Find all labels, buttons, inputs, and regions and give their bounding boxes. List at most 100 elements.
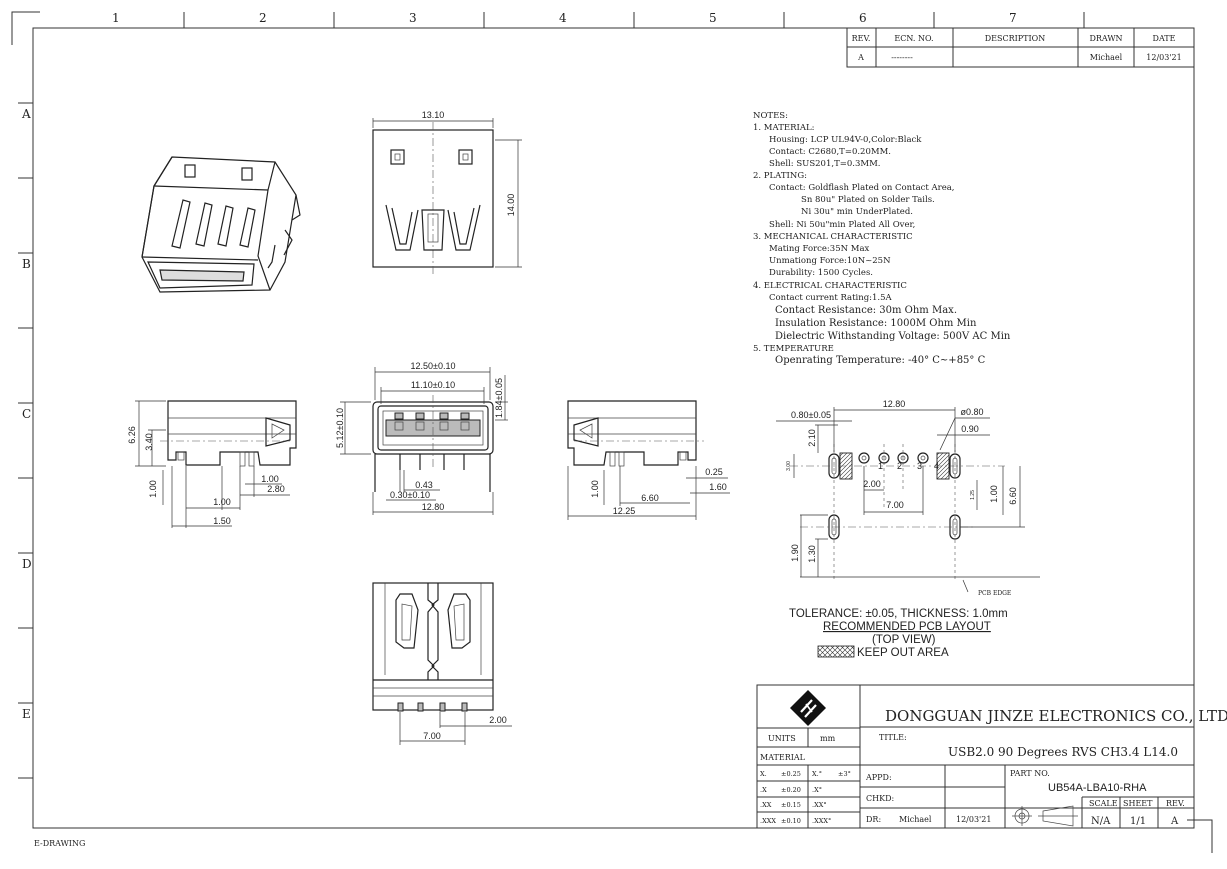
dim-top-height: 14.00 xyxy=(506,194,516,217)
dr-label: DR: xyxy=(866,815,881,824)
part-number: UB54A-LBA10-RHA xyxy=(1048,782,1147,794)
rev-header-ecn: ECN. NO. xyxy=(894,34,933,43)
note-line: 2. PLATING: xyxy=(753,171,807,181)
rev-value: A xyxy=(1170,816,1179,827)
dim-left-626: 6.26 xyxy=(127,426,137,444)
tol-cell: .XXX xyxy=(760,817,776,825)
dim-pcb-130: 1.30 xyxy=(807,545,817,563)
tol-cell: ±0.25 xyxy=(781,770,801,778)
dim-pcb-210: 2.10 xyxy=(807,429,817,447)
note-line: NOTES: xyxy=(753,111,788,121)
grid-row-labels: A B C D E xyxy=(21,107,32,721)
rev-label: REV. xyxy=(1166,799,1185,808)
pcb-tolerance-text: TOLERANCE: ±0.05, THICKNESS: 1.0mm xyxy=(789,608,1008,620)
units-value: mm xyxy=(820,734,836,743)
rev-header-date: DATE xyxy=(1153,34,1176,43)
dim-right-100: 1.00 xyxy=(590,480,600,498)
note-line: Contact Resistance: 30m Ohm Max. xyxy=(775,305,957,316)
pin-label: 2 xyxy=(897,461,902,471)
drawing-frame: 1 2 3 4 5 6 7 A B C D E E-DRAWING xyxy=(11,11,1213,853)
chkd-label: CHKD: xyxy=(866,794,894,803)
dim-front-w2: 11.10±0.10 xyxy=(411,380,455,390)
note-line: 5. TEMPERATURE xyxy=(753,344,834,354)
dim-right-660: 6.60 xyxy=(641,493,659,503)
pin-label: 1 xyxy=(878,461,883,471)
dim-pcb-200: 2.00 xyxy=(863,479,881,489)
footer-label: E-DRAWING xyxy=(34,839,85,848)
dim-pcb-190: 1.90 xyxy=(790,544,800,562)
company-name: DONGGUAN JINZE ELECTRONICS CO., LTD xyxy=(885,707,1227,725)
revision-table: REV. ECN. NO. DESCRIPTION DRAWN DATE A -… xyxy=(846,27,1195,68)
tol-cell: ±0.20 xyxy=(781,786,801,794)
tol-cell: X.° xyxy=(812,770,822,778)
grid-col-label: 3 xyxy=(409,11,417,25)
pcb-caption: TOLERANCE: ±0.05, THICKNESS: 1.0mm RECOM… xyxy=(789,608,1008,659)
dim-pcb-1280: 12.80 xyxy=(883,399,906,409)
units-label: UNITS xyxy=(768,734,796,743)
part-no-label: PART NO. xyxy=(1010,769,1050,778)
rev-header-drawn: DRAWN xyxy=(1089,34,1122,43)
scale-label: SCALE xyxy=(1089,799,1118,808)
note-line: Contact: C2680,T=0.20MM. xyxy=(769,147,891,157)
grid-col-label: 6 xyxy=(859,11,867,25)
tol-cell: .XX xyxy=(760,801,772,809)
keepout-swatch xyxy=(817,645,855,658)
note-line: Housing: LCP UL94V-0,Color:Black xyxy=(769,135,922,145)
sheet-label: SHEET xyxy=(1123,799,1153,808)
dim-front-030: 0.30±0.10 xyxy=(390,490,430,500)
bottom-view: 7.00 2.00 xyxy=(372,582,512,745)
note-line: Openrating Temperature: -40° C~+85° C xyxy=(775,355,986,366)
tol-cell: ±0.15 xyxy=(781,801,801,809)
grid-col-label: 1 xyxy=(112,11,120,25)
note-line: Ni 30u" min UnderPlated. xyxy=(801,207,913,217)
grid-column-labels: 1 2 3 4 5 6 7 xyxy=(112,11,1017,25)
tol-cell: ±3° xyxy=(838,770,851,778)
dim-front-left: 5.12±0.10 xyxy=(335,408,345,448)
tol-cell: .X° xyxy=(812,786,822,794)
grid-row-label: B xyxy=(22,257,31,271)
dr-date: 12/03'21 xyxy=(956,815,991,824)
dim-front-043: 0.43 xyxy=(415,480,433,490)
note-line: Durability: 1500 Cycles. xyxy=(769,268,873,278)
isometric-view xyxy=(141,156,301,293)
pcb-view-text: (TOP VIEW) xyxy=(872,634,936,646)
rev-cell-rev: A xyxy=(857,53,864,62)
dim-pcb-700: 7.00 xyxy=(886,500,904,510)
rev-cell-ecn: -------- xyxy=(891,53,913,62)
projection-symbol-icon xyxy=(1012,805,1078,827)
tol-cell: X. xyxy=(760,770,767,778)
note-line: Sn 80u" Plated on Solder Tails. xyxy=(801,195,935,205)
note-line: 1. MATERIAL: xyxy=(753,123,814,133)
dim-left-100a: 1.00 xyxy=(148,480,158,498)
dim-pcb-660: 6.60 xyxy=(1008,487,1018,505)
note-line: 3. MECHANICAL CHARACTERISTIC xyxy=(753,232,913,242)
dim-bottom-200: 2.00 xyxy=(489,715,507,725)
top-view: 13.10 14.00 xyxy=(372,110,522,275)
pcb-edge-label: PCB EDGE xyxy=(978,590,1011,597)
note-line: Contact current Rating:1.5A xyxy=(769,293,893,303)
tol-cell: .X xyxy=(760,786,767,794)
dim-front-w1: 12.50±0.10 xyxy=(411,361,456,371)
dim-pcb-125: 1.25 xyxy=(970,490,976,500)
keepout-label: KEEP OUT AREA xyxy=(857,647,949,659)
dim-right-025: 0.25 xyxy=(705,467,723,477)
grid-col-label: 7 xyxy=(1009,11,1017,25)
dim-left-100b: 1.00 xyxy=(213,497,231,507)
note-line: Mating Force:35N Max xyxy=(769,244,870,254)
note-line: 4. ELECTRICAL CHARACTERISTIC xyxy=(753,281,907,291)
dim-pcb-090: 0.90 xyxy=(961,424,979,434)
tol-cell: .XX° xyxy=(812,801,827,809)
note-line: Dielectric Withstanding Voltage: 500V AC… xyxy=(775,331,1011,342)
dim-pcb-phi: ø0.80 xyxy=(960,407,983,417)
dim-left-150: 1.50 xyxy=(213,516,231,526)
note-line: Insulation Resistance: 1000M Ohm Min xyxy=(775,318,977,329)
rev-cell-date: 12/03'21 xyxy=(1146,53,1181,62)
material-label: MATERIAL xyxy=(760,753,806,762)
right-side-view: 12.25 1.00 6.60 0.25 1.60 xyxy=(567,400,730,520)
appd-label: APPD: xyxy=(865,773,892,782)
pcb-layout: 1 2 3 4 PCB EDGE 12.80 0.80±0.05 ø0.80 0… xyxy=(776,399,1040,597)
dim-bottom-700: 7.00 xyxy=(423,731,441,741)
dim-left-340: 3.40 xyxy=(144,433,154,451)
company-logo-icon xyxy=(790,690,826,726)
